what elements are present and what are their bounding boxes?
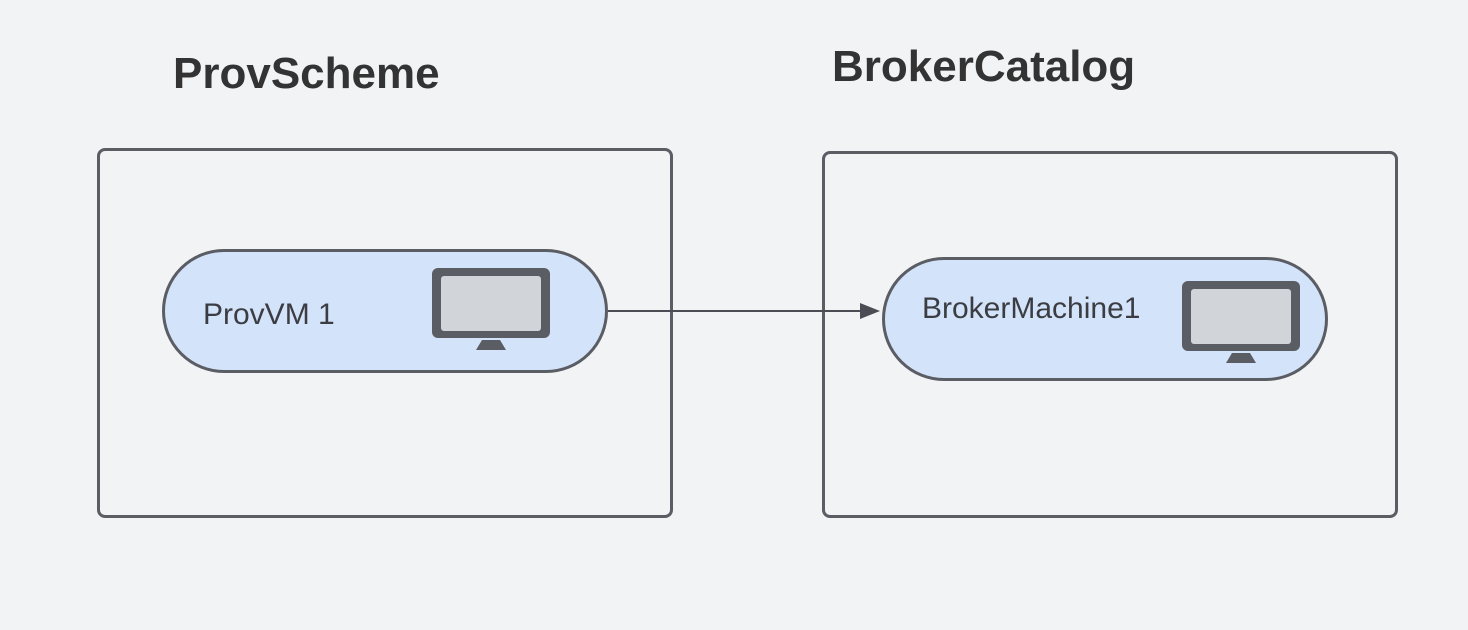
arrowhead-icon [860, 303, 880, 319]
brokermachine-node-label: BrokerMachine1 [922, 292, 1141, 325]
provscheme-container [97, 148, 673, 518]
provscheme-group-title: ProvScheme [173, 49, 440, 98]
monitor-icon [1182, 281, 1300, 363]
monitor-icon [432, 268, 550, 350]
brokercatalog-group-title: BrokerCatalog [832, 42, 1136, 91]
provvm-node-label: ProvVM 1 [203, 298, 335, 331]
brokercatalog-container [822, 151, 1398, 518]
